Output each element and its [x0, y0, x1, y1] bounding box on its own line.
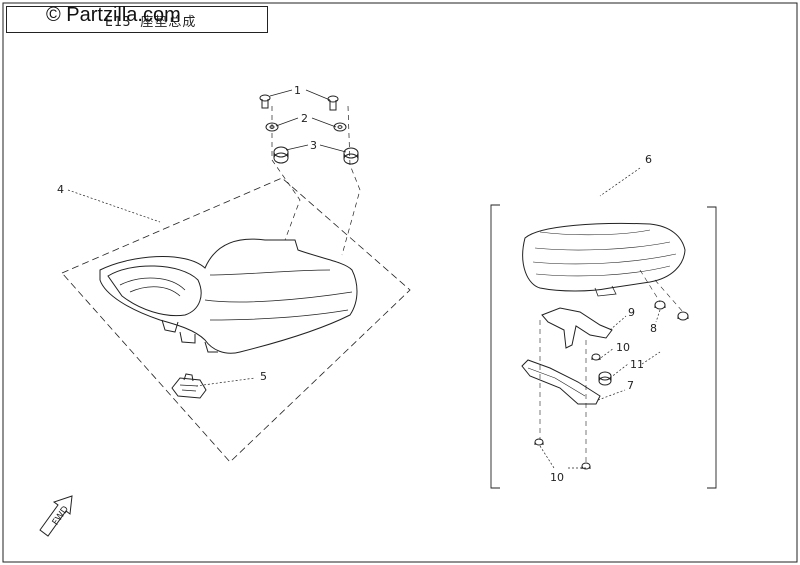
part-3-grommet-left [273, 146, 289, 164]
callout-8: 8 [650, 322, 657, 335]
passenger-seat-group [490, 167, 717, 489]
watermark: © Partzilla.com [46, 4, 181, 26]
diagram-caption: 座垫总成 [140, 15, 197, 30]
leader-3 [285, 144, 347, 153]
leader-2 [275, 117, 337, 128]
diagram-title: E13 座垫总成 [105, 11, 196, 30]
leader-10b [539, 445, 586, 469]
passenger-seat-stripe-4 [535, 265, 671, 277]
callout-7: 7 [627, 379, 634, 392]
rider-seat-hook-left [161, 319, 179, 333]
leader-4 [67, 189, 161, 223]
passenger-seat-stripe-1 [539, 229, 651, 236]
leader-9 [609, 315, 627, 331]
leader-5 [195, 377, 256, 387]
rider-seat-pan-inner [107, 265, 202, 317]
callout-10a: 10 [616, 341, 630, 354]
callout-9: 9 [628, 306, 635, 319]
callout-11: 11 [630, 358, 644, 371]
callout-2: 2 [301, 112, 308, 125]
rider-seat-group [61, 89, 411, 463]
part-2-washer-left [265, 122, 279, 132]
callout-10b: 10 [550, 471, 564, 484]
callout-6: 6 [645, 153, 652, 166]
part-7-strap-edge [527, 367, 586, 397]
callout-5: 5 [260, 370, 267, 383]
rider-seat-hook-right [204, 341, 218, 353]
leader-10a [597, 347, 615, 361]
rider-seat-surface-line [209, 269, 331, 276]
part-11-grommet [598, 371, 612, 386]
part-2-washer-right [333, 122, 347, 132]
hardware-leader-right [341, 105, 361, 256]
part-8-nut-left [654, 300, 666, 310]
part-10-nut-lower-right [581, 462, 591, 470]
hardware-leader-left [271, 106, 301, 241]
title-block: E13 座垫总成 [6, 6, 268, 33]
part-1-bolt-left [259, 94, 271, 109]
part-9-mount-bracket [541, 307, 613, 349]
callout-1: 1 [294, 84, 301, 97]
fwd-label: FWD [51, 505, 71, 528]
leader-6 [599, 167, 641, 197]
part-3-grommet-right [343, 147, 359, 165]
leader-8 [655, 309, 661, 323]
passenger-seat-stripe-3 [532, 253, 677, 265]
fwd-arrow-icon [39, 495, 73, 537]
part-5-latch-bracket [171, 373, 207, 399]
callout-3: 3 [310, 139, 317, 152]
part-1-bolt-right [327, 95, 339, 111]
part-10-nut-lower-left [534, 438, 544, 446]
rider-seat-edge [204, 291, 353, 303]
part-10-nut-upper [591, 353, 601, 361]
passenger-seat-underside [594, 285, 617, 297]
leader-1 [269, 89, 331, 101]
callout-4: 4 [57, 183, 64, 196]
part-8-nut-right [677, 311, 689, 321]
passenger-seat-boundary [490, 204, 717, 489]
rider-seat-boundary [61, 177, 411, 463]
rider-seat-bottom-edge [209, 309, 349, 321]
passenger-guide-3 [639, 269, 684, 313]
rider-seat-body [99, 238, 358, 354]
rider-seat-pan-rib [119, 277, 186, 291]
rider-seat-hook-mid [179, 331, 196, 344]
rider-seat-pan-rib-2 [129, 286, 181, 297]
passenger-seat-body [522, 222, 686, 292]
passenger-seat-stripe-2 [534, 241, 671, 251]
leader-7 [597, 389, 626, 401]
part-7-retainer-strap [521, 359, 601, 405]
diagram-code: E13 [105, 15, 132, 30]
